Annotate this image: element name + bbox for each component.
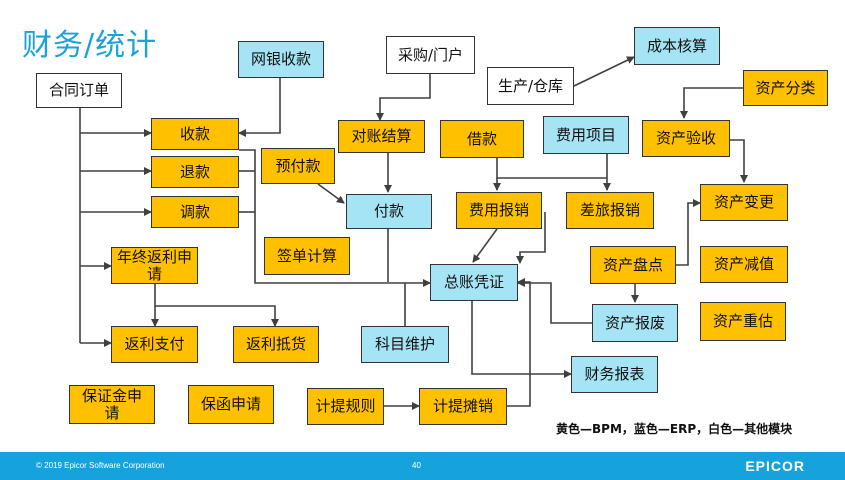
footer-bar: © 2019 Epicor Software Corporation 40 EP…: [0, 452, 845, 480]
node-zichan-baofei: 资产报废: [592, 304, 678, 342]
node-zichan-zhonggu: 资产重估: [700, 302, 786, 341]
line-nianzhong-dihuo: [155, 305, 279, 327]
node-jiti-tanxiao: 计提摊销: [419, 388, 507, 425]
node-shoukuan: 收款: [151, 118, 239, 150]
epicor-logo: EPICOR: [745, 458, 805, 474]
node-baohan: 保函申请: [188, 385, 274, 424]
node-zichan-pandian: 资产盘点: [590, 246, 676, 284]
node-kemu-weihu: 科目维护: [361, 326, 449, 363]
node-fanli-zhifu: 返利支付: [111, 326, 198, 363]
node-feiyong-baoxiao: 费用报销: [456, 192, 542, 229]
page-title: 财务/统计: [22, 28, 158, 63]
node-chengben: 成本核算: [634, 27, 720, 65]
node-duizhang: 对账结算: [338, 120, 425, 153]
line-yufukuan-fukuan: [317, 183, 345, 204]
page-number: 40: [412, 461, 421, 470]
node-yufukuan: 预付款: [261, 148, 335, 184]
line-jiekuan-baoxiao: [496, 158, 607, 179]
color-legend: 黄色—BPM，蓝色—ERP，白色—其他模块: [556, 422, 793, 436]
node-caiwu-baobiao: 财务报表: [571, 356, 658, 393]
node-nianzhong-fanli: 年终返利申请: [111, 247, 198, 284]
node-zichan-yanshou: 资产验收: [642, 120, 730, 157]
node-shengchan-warehouse: 生产/仓库: [487, 67, 574, 105]
node-qiandan: 签单计算: [264, 237, 350, 275]
node-jiti-guize: 计提规则: [307, 388, 384, 425]
node-fukuan: 付款: [346, 194, 432, 229]
node-zichan-jianzhi: 资产减值: [700, 246, 788, 283]
line-caigou-duizhang: [376, 74, 431, 121]
line-feiyongbaoxiao-zongzhang: [472, 228, 498, 263]
connector-lines: [79, 56, 748, 410]
node-baozhengjin: 保证金申请: [69, 385, 155, 424]
line-shengchan-chengben: [573, 56, 635, 87]
line-baofei-zongzhang: [517, 279, 592, 324]
node-caigou-portal: 采购/门户: [386, 36, 475, 74]
node-wangyin-receipt: 网银收款: [238, 41, 324, 78]
line-tanxiao-zongzhang: [507, 278, 531, 407]
line-zongzhang-baobiao: [471, 301, 572, 378]
node-tiaokuan: 调款: [151, 196, 239, 228]
line-chailv-zongzhang: [516, 212, 546, 264]
node-chailv-baoxiao: 差旅报销: [566, 192, 654, 229]
line-wangyin-shoukuan: [238, 78, 281, 137]
line-pandian-biangeng: [676, 199, 701, 266]
line-shoukuan-zongzhang: [239, 149, 431, 287]
node-zongzhang-pingzheng: 总账凭证: [430, 264, 518, 301]
line-fenlei-yanshou: [680, 87, 743, 119]
node-tuikuan: 退款: [151, 156, 239, 188]
node-feiyong-xiangmu: 费用项目: [543, 116, 629, 154]
line-yanshou-biangeng: [730, 139, 748, 183]
node-jiekuan: 借款: [440, 120, 524, 158]
node-zichan-biangeng: 资产变更: [700, 184, 788, 221]
node-fanli-dihuo: 返利抵货: [233, 326, 319, 363]
node-hetong-order: 合同订单: [36, 73, 122, 108]
node-zichan-fenlei: 资产分类: [743, 70, 828, 106]
copyright-text: © 2019 Epicor Software Corporation: [36, 461, 165, 470]
